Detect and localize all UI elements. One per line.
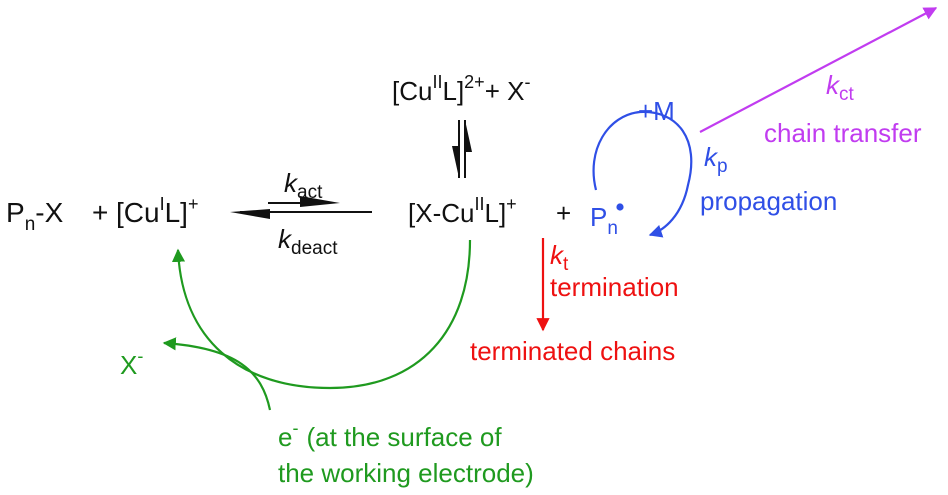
deactivation-arrowhead — [230, 209, 270, 219]
cu-ii-complex-top-label: [CuIIL]2++ X- — [392, 72, 530, 106]
pn-x-label: Pn-X — [6, 197, 64, 235]
left-plus-sign: + — [92, 197, 108, 228]
k-act-label: kact — [284, 168, 323, 203]
x-cu-ii-complex-label: [X-CuIIL]+ — [408, 194, 517, 228]
propagation-loop-arrow — [592, 110, 693, 238]
chain-transfer-label: chain transfer — [764, 118, 922, 148]
cu-i-complex-label: [CuIL]+ — [116, 194, 198, 228]
propagation-label: propagation — [700, 186, 837, 216]
monomer-label: +M — [638, 96, 675, 126]
k-ct-label: kct — [826, 70, 855, 105]
x-minus-label: X- — [120, 346, 143, 380]
radical-dot-icon — [616, 203, 624, 211]
terminated-chains-label: terminated chains — [470, 336, 675, 366]
halide-release-arrow — [162, 337, 272, 411]
k-t-label: kt — [550, 240, 569, 275]
termination-label: termination — [550, 272, 679, 302]
regeneration-loop-arrow — [171, 239, 472, 390]
center-plus-sign: + — [556, 198, 571, 228]
chain-transfer-arrow — [699, 7, 938, 133]
activation-arrowhead — [300, 196, 340, 207]
k-deact-label: kdeact — [278, 224, 338, 259]
electron-source-line2: the working electrode) — [278, 458, 534, 488]
vertical-equilibrium-up-head — [465, 120, 472, 152]
vertical-equilibrium-down-head — [452, 146, 459, 178]
electron-source-line1: e-(at the surface of — [278, 418, 502, 452]
k-p-label: kp — [704, 142, 728, 177]
radical-pn-label: Pn — [590, 202, 618, 239]
